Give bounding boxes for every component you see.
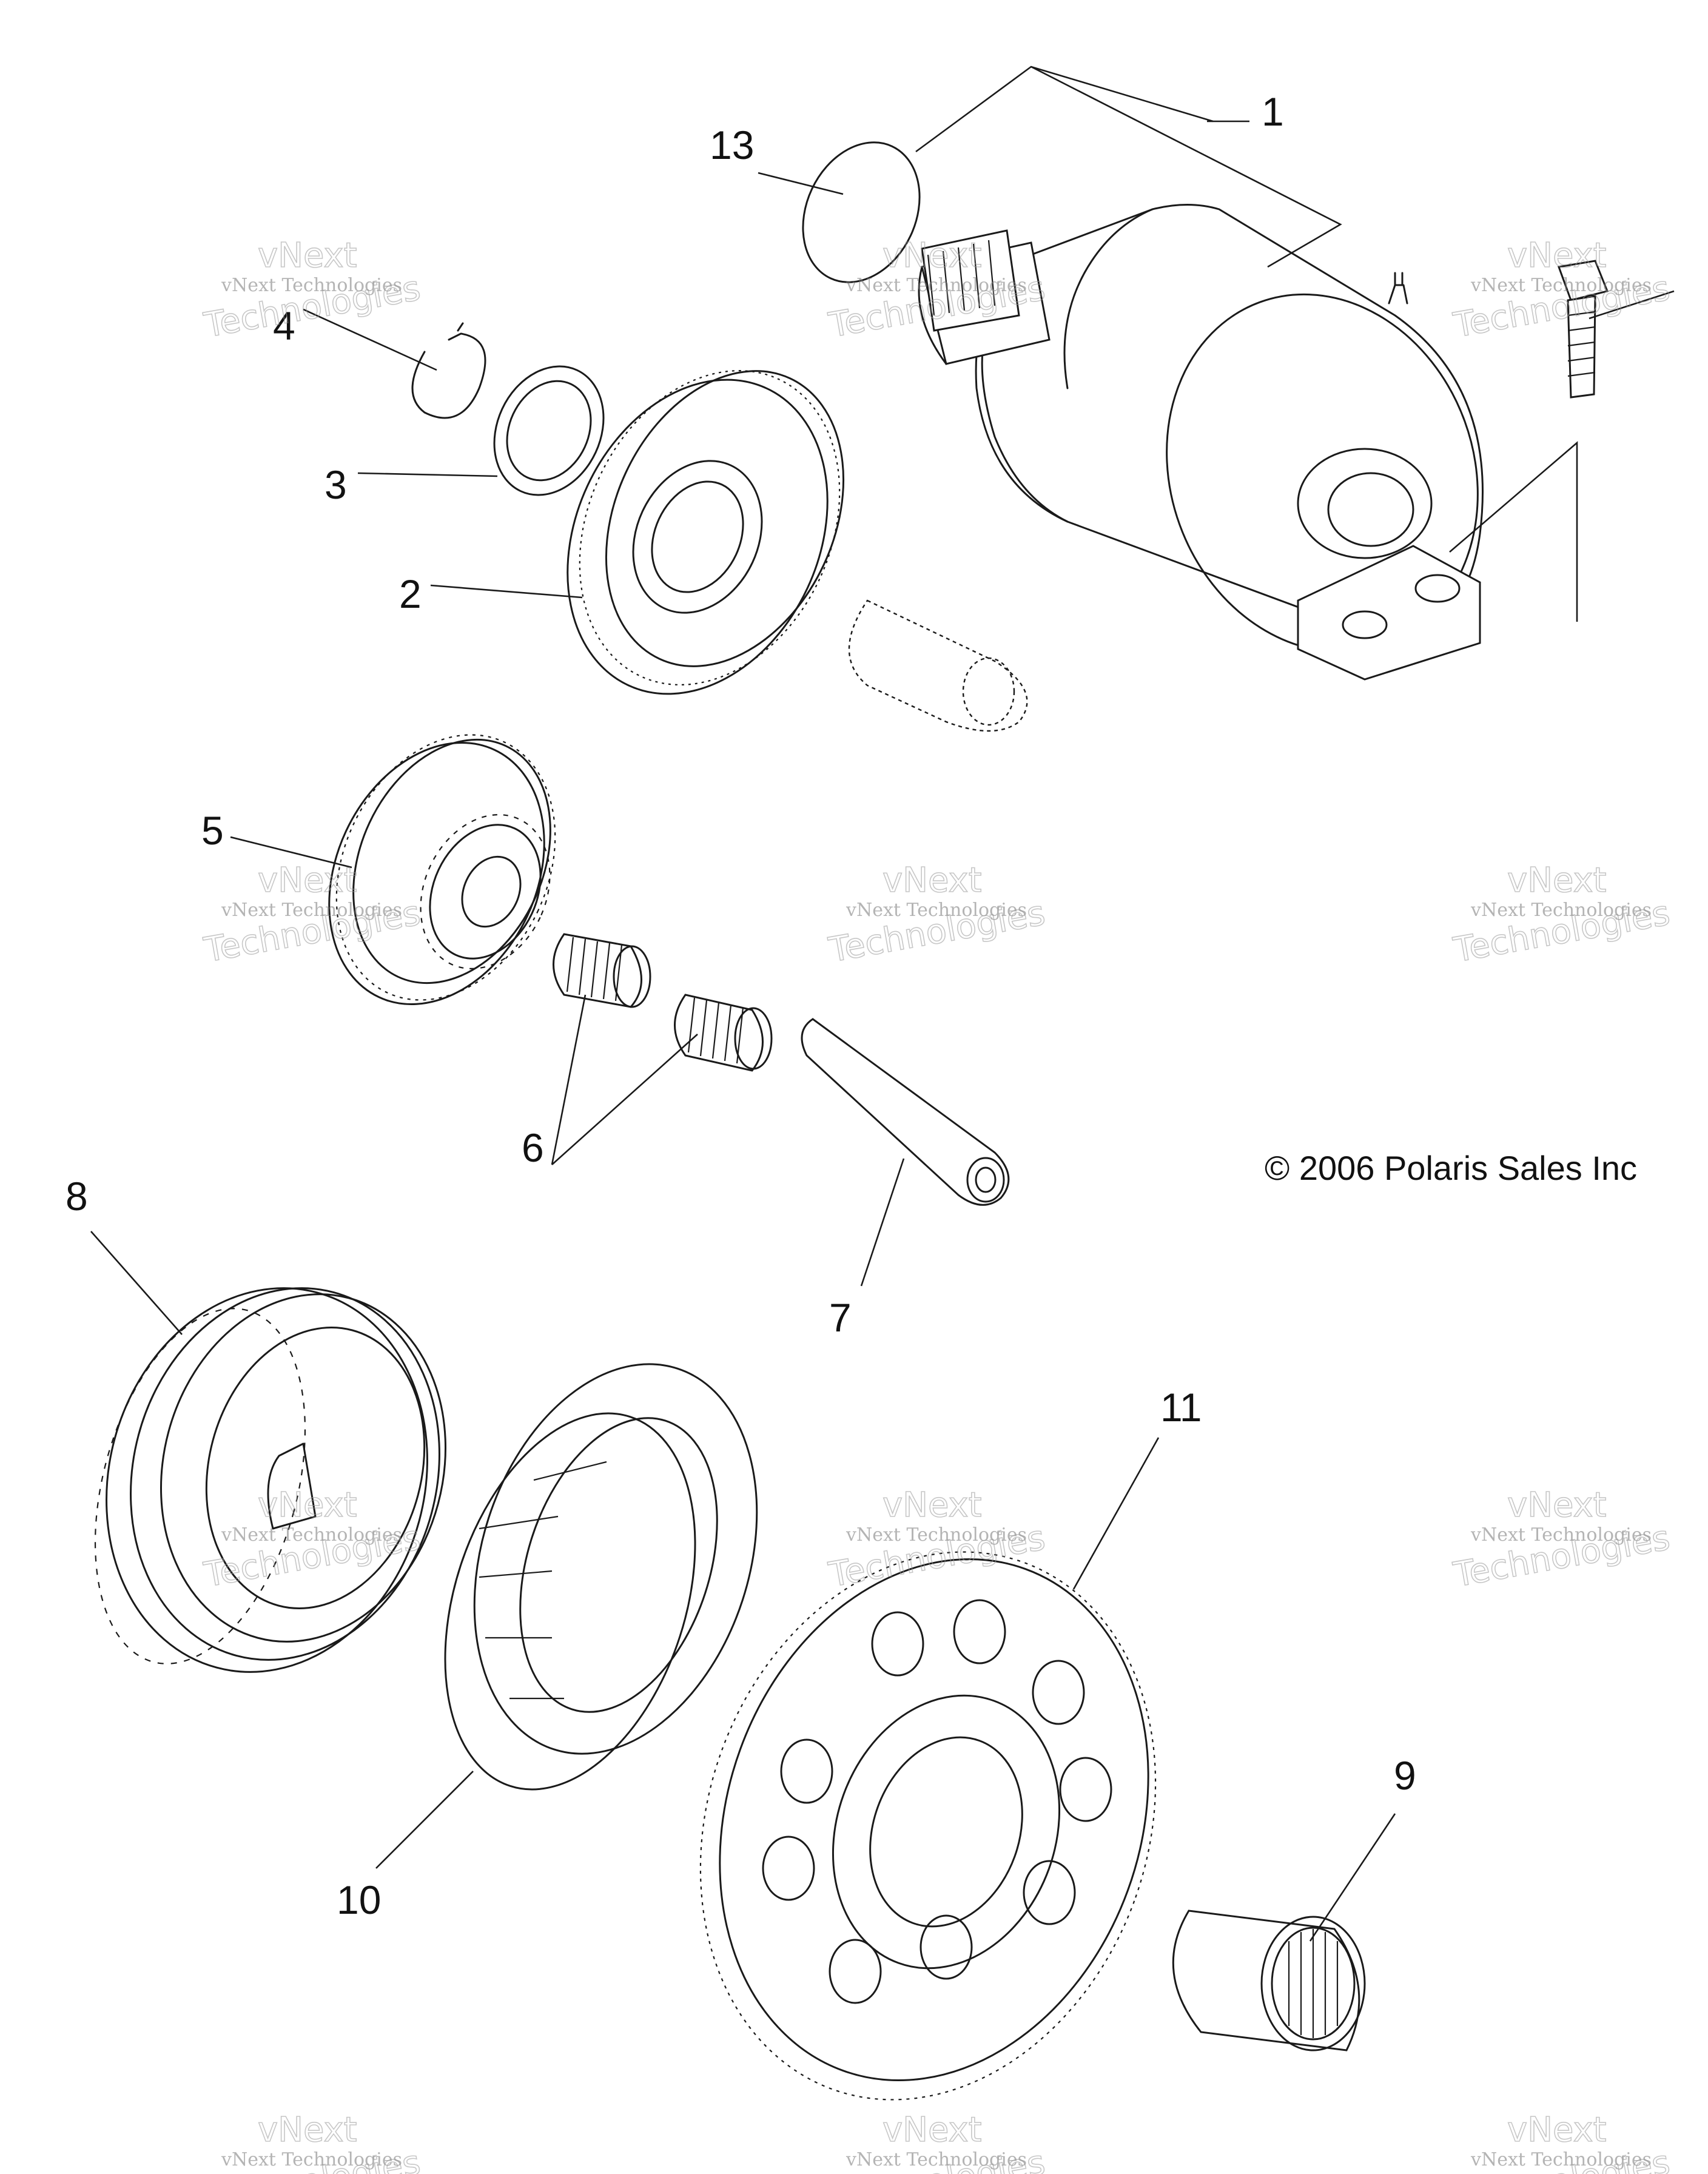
dowel-pin (848, 599, 1028, 732)
svg-text:vNext: vNext (1507, 2110, 1607, 2150)
svg-text:vNext Technologies: vNext Technologies (846, 275, 1027, 296)
needle-bearings (553, 933, 773, 1072)
svg-text:vNext Technologies: vNext Technologies (846, 2149, 1027, 2170)
svg-text:vNext: vNext (883, 861, 982, 900)
copyright-notice: © 2006 Polaris Sales Inc (1265, 1149, 1637, 1187)
leader-lines (90, 66, 1675, 1942)
reduction-gear (328, 734, 556, 1006)
svg-text:vNext Technologies: vNext Technologies (221, 900, 402, 921)
svg-text:vNext Technologies: vNext Technologies (221, 1524, 402, 1546)
svg-text:vNext Technologies: vNext Technologies (846, 1524, 1027, 1546)
watermark: vNext vNext Technologies Technologies (825, 1485, 1049, 1595)
callout-2: 2 (399, 571, 422, 616)
watermark: vNext vNext Technologies Technologies (825, 860, 1049, 971)
callout-8: 8 (66, 1174, 88, 1219)
svg-text:vNext: vNext (883, 236, 982, 275)
svg-text:vNext: vNext (258, 236, 357, 275)
flywheel-clutch-housing (94, 1287, 446, 1673)
svg-text:vNext: vNext (258, 1486, 357, 1525)
mounting-bolt (1557, 260, 1609, 399)
callout-13: 13 (710, 123, 754, 167)
callout-11: 11 (1160, 1385, 1202, 1430)
svg-text:vNext Technologies: vNext Technologies (221, 2149, 402, 2170)
svg-text:vNext Technologies: vNext Technologies (1470, 275, 1652, 296)
idler-gear (567, 370, 845, 695)
o-ring (802, 141, 921, 283)
one-way-clutch (444, 1363, 758, 1791)
callout-6: 6 (522, 1125, 544, 1170)
callout-9: 9 (1394, 1753, 1416, 1798)
svg-text:vNext: vNext (258, 2110, 357, 2150)
svg-text:vNext: vNext (1507, 236, 1607, 275)
svg-text:vNext Technologies: vNext Technologies (1470, 2149, 1652, 2170)
starter-driven-gear (699, 1551, 1157, 2101)
callout-7: 7 (829, 1295, 852, 1340)
starter-motor (918, 204, 1484, 681)
svg-text:vNext: vNext (883, 1486, 982, 1525)
watermark: vNext vNext Technologies Technologies (1450, 860, 1673, 971)
svg-text:vNext Technologies: vNext Technologies (221, 275, 402, 296)
callout-3: 3 (324, 462, 347, 507)
callout-4: 4 (273, 303, 295, 348)
thrust-washer (493, 365, 605, 496)
watermark: vNext vNext Technologies Technologies (201, 235, 424, 346)
watermark: vNext vNext Technologies Technologies (1450, 235, 1673, 346)
watermark: vNext vNext Technologies Technologies (201, 860, 424, 971)
watermark: vNext vNext Technologies Technologies (1450, 2110, 1673, 2174)
svg-text:vNext Technologies: vNext Technologies (1470, 900, 1652, 921)
watermark: vNext vNext Technologies Technologies (201, 2110, 424, 2174)
svg-text:vNext: vNext (1507, 1486, 1607, 1525)
svg-text:vNext: vNext (258, 861, 357, 900)
watermark: vNext vNext Technologies Technologies (201, 1485, 424, 1595)
needle-bearing-large (1172, 1910, 1366, 2051)
callout-1: 1 (1262, 89, 1284, 134)
svg-text:vNext: vNext (883, 2110, 982, 2150)
idler-shaft (801, 1018, 1010, 1206)
watermark: vNext vNext Technologies Technologies (1450, 1485, 1673, 1595)
svg-text:vNext Technologies: vNext Technologies (846, 900, 1027, 921)
callout-5: 5 (201, 808, 224, 853)
svg-text:vNext: vNext (1507, 861, 1607, 900)
svg-text:vNext Technologies: vNext Technologies (1470, 1524, 1652, 1546)
watermark: vNext vNext Technologies Technologies (825, 2110, 1049, 2174)
callout-10: 10 (337, 1877, 381, 1922)
snap-ring (411, 322, 486, 419)
